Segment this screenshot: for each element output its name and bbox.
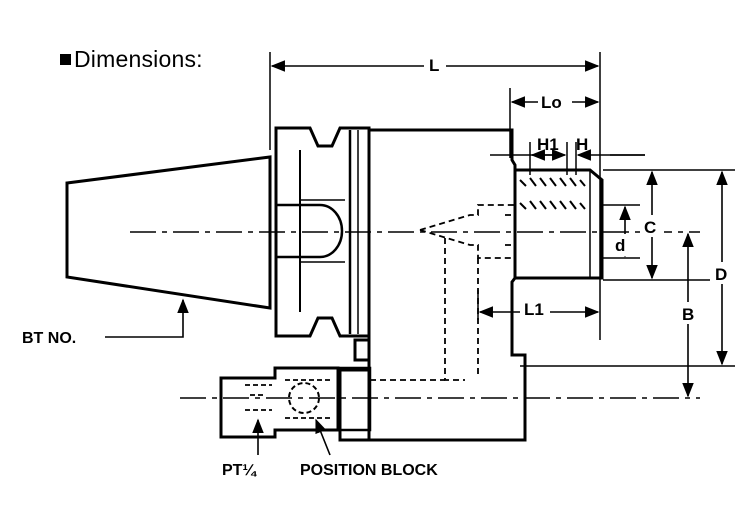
bracket	[336, 338, 372, 432]
dim-d-label: d	[615, 236, 625, 255]
position-block-leader	[315, 418, 331, 456]
leaders	[105, 298, 331, 456]
pt-label: PT¼	[222, 462, 257, 479]
dimension-labels: L Lo H1 H C d D B L1	[424, 54, 736, 324]
dim-H-label: H	[576, 135, 588, 154]
thread-hatching	[519, 177, 586, 210]
bt-no-label: BT NO.	[22, 330, 76, 347]
dimensions-heading-text: Dimensions:	[74, 46, 203, 72]
dim-Lo-label: Lo	[541, 93, 562, 112]
pilot	[515, 168, 604, 280]
dim-C-label: C	[644, 218, 656, 237]
dim-H1-label: H1	[537, 135, 559, 154]
bt-no-leader	[105, 298, 189, 338]
body	[338, 128, 527, 442]
dim-L1-label: L1	[524, 300, 544, 319]
position-block-label: POSITION BLOCK	[300, 462, 438, 479]
dim-L-label: L	[429, 56, 439, 75]
dimensions-heading: Dimensions:	[60, 46, 203, 73]
callout-labels: BT NO. PT¼ POSITION BLOCK	[22, 330, 438, 479]
dim-B-label: B	[682, 305, 694, 324]
center-lines	[130, 231, 700, 399]
position-block	[219, 366, 340, 439]
dim-D-label: D	[715, 265, 727, 284]
filled-square-icon	[60, 54, 71, 65]
hidden-lines	[370, 204, 515, 381]
extension-lines	[269, 52, 735, 367]
taper-shank	[65, 155, 272, 310]
